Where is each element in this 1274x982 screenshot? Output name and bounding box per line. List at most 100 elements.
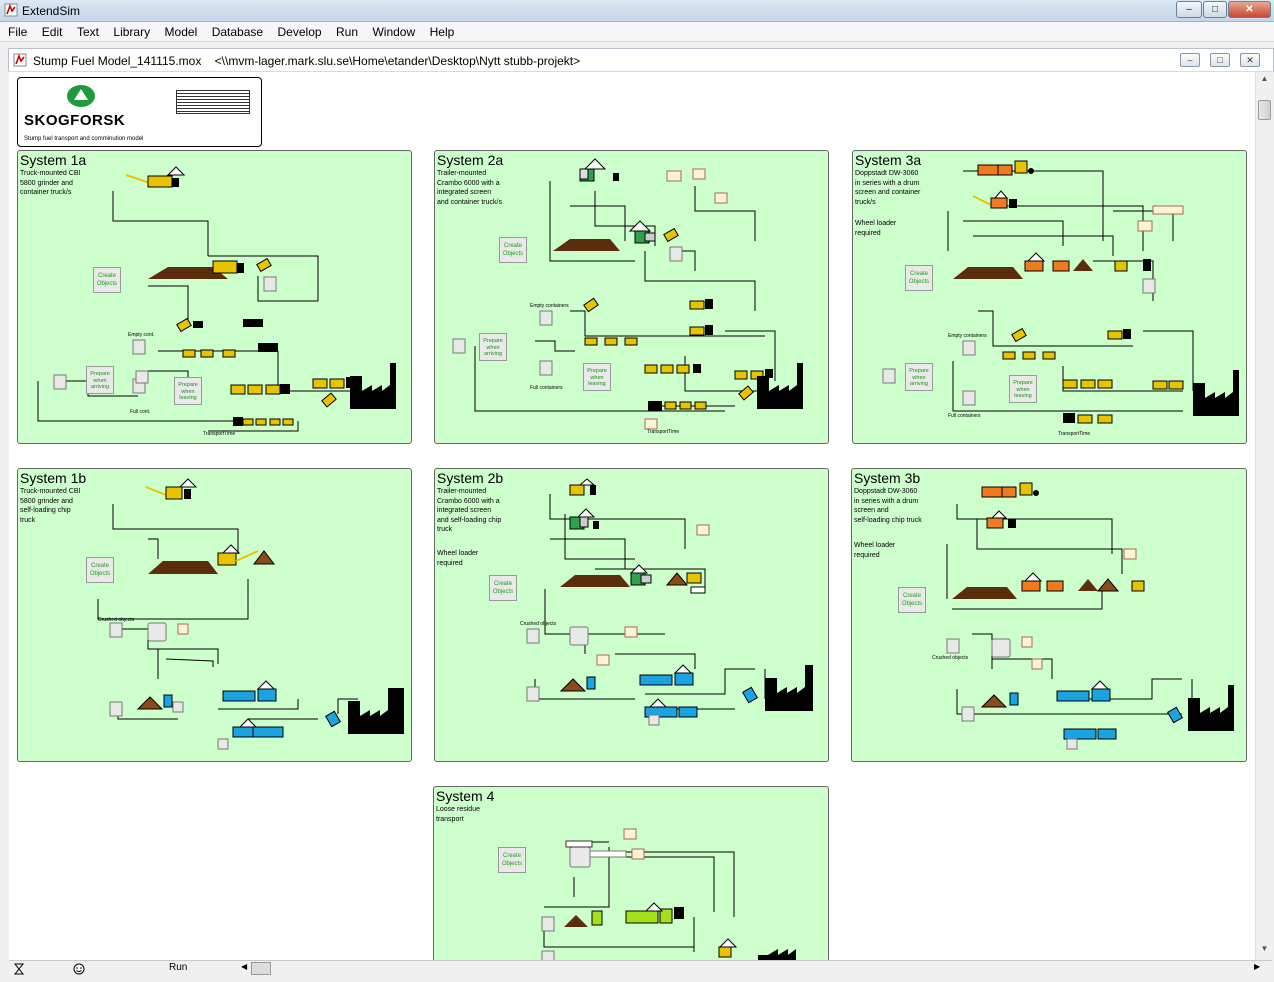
system-description: Trailer-mounted Crambo 6000 with a integ… bbox=[437, 488, 502, 533]
scroll-left-icon[interactable]: ◀ bbox=[241, 962, 248, 971]
system-1b-diagram bbox=[97, 478, 404, 750]
transport-time-label: TransportTime bbox=[1058, 431, 1091, 437]
run-status-label: Run bbox=[169, 962, 188, 973]
empty-containers-label: Empty containers bbox=[948, 333, 987, 339]
maximize-window-button[interactable]: □ bbox=[1203, 1, 1227, 18]
factory-icon bbox=[765, 665, 813, 711]
prepare-leaving-block[interactable]: Prepare when leaving bbox=[174, 377, 202, 405]
crushed-objects-label: Crushed objects bbox=[520, 621, 557, 627]
system-4-panel: System 4 Loose residue transport Create … bbox=[433, 786, 829, 960]
info-text-block bbox=[176, 90, 250, 114]
transport-time-label: TransportTime bbox=[647, 429, 680, 435]
create-objects-block[interactable]: Create Objects bbox=[898, 587, 926, 613]
prepare-leaving-block[interactable]: Prepare when leaving bbox=[1009, 375, 1037, 403]
system-3b-panel: System 3b Doppstadt DW-3060 in series wi… bbox=[851, 468, 1247, 762]
menu-edit[interactable]: Edit bbox=[41, 25, 63, 39]
scroll-right-icon[interactable]: ▶ bbox=[1254, 962, 1261, 971]
crushed-objects-label: Crushed objects bbox=[98, 617, 135, 623]
create-objects-block[interactable]: Create Objects bbox=[86, 557, 114, 583]
empty-cont-label: Empty cont. bbox=[128, 332, 155, 338]
system-2b-panel: System 2b Trailer-mounted Crambo 6000 wi… bbox=[434, 468, 829, 762]
menu-run[interactable]: Run bbox=[336, 25, 359, 39]
prepare-leaving-block[interactable]: Prepare when leaving bbox=[583, 363, 611, 391]
model-document-icon bbox=[13, 53, 27, 67]
prepare-arriving-block[interactable]: Prepare when arriving bbox=[86, 366, 114, 394]
system-title: System 1b bbox=[20, 470, 87, 486]
menu-model[interactable]: Model bbox=[164, 25, 198, 39]
menu-library[interactable]: Library bbox=[113, 25, 151, 39]
system-1a-panel: System 1a Truck-mounted CBI 5800 grinder… bbox=[17, 150, 412, 444]
status-bar: Run ◀ ▶ bbox=[9, 960, 1272, 976]
menu-develop[interactable]: Develop bbox=[277, 25, 322, 39]
scroll-thumb[interactable] bbox=[251, 962, 271, 975]
create-objects-block[interactable]: Create Objects bbox=[498, 847, 526, 873]
vertical-scrollbar[interactable]: ▲ ▼ bbox=[1255, 72, 1272, 960]
document-title: Stump Fuel Model_141115.mox <\\mvm-lager… bbox=[33, 54, 581, 68]
skogforsk-header-box: SKOGFORSK Stump fuel transport and commi… bbox=[17, 77, 262, 147]
full-cont-label: Full cont. bbox=[130, 409, 151, 415]
system-1a-diagram bbox=[37, 166, 396, 432]
system-title: System 2b bbox=[437, 470, 504, 486]
system-description: Trailer-mounted Crambo 6000 with a integ… bbox=[437, 170, 502, 206]
create-objects-block[interactable]: Create Objects bbox=[499, 237, 527, 263]
system-note: Wheel loader required bbox=[855, 220, 897, 237]
close-document-button[interactable]: ✕ bbox=[1240, 53, 1260, 67]
scroll-down-icon[interactable]: ▼ bbox=[1260, 944, 1269, 953]
system-3b-diagram bbox=[946, 482, 1234, 750]
empty-containers-label: Empty containers bbox=[530, 303, 569, 309]
system-title: System 3b bbox=[854, 470, 921, 486]
factory-icon bbox=[757, 363, 803, 409]
model-subtitle: Stump fuel transport and comminution mod… bbox=[24, 136, 144, 142]
full-containers-label: Full containers bbox=[948, 413, 981, 419]
system-2a-diagram bbox=[452, 158, 803, 430]
close-window-button[interactable]: ✕ bbox=[1228, 1, 1271, 18]
system-title: System 3a bbox=[855, 152, 922, 168]
system-title: System 1a bbox=[20, 152, 87, 168]
minimize-document-button[interactable]: – bbox=[1180, 53, 1200, 67]
menu-text[interactable]: Text bbox=[76, 25, 99, 39]
scroll-thumb[interactable] bbox=[1258, 100, 1271, 120]
system-3a-panel: System 3a Doppstadt DW-3060 in series wi… bbox=[852, 150, 1247, 444]
skogforsk-logo-icon bbox=[67, 85, 95, 107]
factory-icon bbox=[758, 949, 796, 960]
system-description: Truck-mounted CBI 5800 grinder and conta… bbox=[20, 170, 81, 196]
factory-icon bbox=[348, 688, 404, 734]
horizontal-scrollbar[interactable]: ◀ ▶ bbox=[239, 961, 1269, 976]
factory-icon bbox=[1188, 685, 1234, 731]
skogforsk-logo-text: SKOGFORSK bbox=[24, 112, 126, 129]
scroll-up-icon[interactable]: ▲ bbox=[1260, 74, 1269, 83]
system-3a-diagram bbox=[882, 160, 1239, 424]
system-description: Doppstadt DW-3060 in series with a drum … bbox=[855, 170, 921, 206]
model-canvas[interactable]: SKOGFORSK Stump fuel transport and commi… bbox=[9, 72, 1255, 960]
hourglass-icon[interactable] bbox=[13, 963, 25, 975]
prepare-arriving-block[interactable]: Prepare when arriving bbox=[905, 363, 933, 391]
system-2b-diagram bbox=[526, 478, 813, 726]
animation-face-icon[interactable] bbox=[73, 963, 85, 975]
create-objects-block[interactable]: Create Objects bbox=[93, 267, 121, 293]
transport-time-label: TransportTime bbox=[203, 431, 236, 437]
create-objects-block[interactable]: Create Objects bbox=[489, 575, 517, 601]
menu-window[interactable]: Window bbox=[372, 25, 416, 39]
system-title: System 2a bbox=[437, 152, 504, 168]
system-4-diagram bbox=[541, 828, 796, 960]
system-description: Doppstadt DW-3060 in series with a drum … bbox=[854, 488, 922, 524]
window-titlebar: ExtendSim – □ ✕ bbox=[0, 0, 1274, 22]
system-note: Wheel loader required bbox=[854, 542, 896, 559]
menu-bar: File Edit Text Library Model Database De… bbox=[0, 22, 1274, 42]
maximize-document-button[interactable]: □ bbox=[1210, 53, 1230, 67]
minimize-window-button[interactable]: – bbox=[1176, 1, 1202, 18]
window-title: ExtendSim bbox=[22, 4, 81, 18]
menu-file[interactable]: File bbox=[8, 25, 28, 39]
system-2a-panel: System 2a Trailer-mounted Crambo 6000 wi… bbox=[434, 150, 829, 444]
full-containers-label: Full containers bbox=[530, 385, 563, 391]
prepare-arriving-block[interactable]: Prepare when arriving bbox=[479, 333, 507, 361]
system-description: Truck-mounted CBI 5800 grinder and self-… bbox=[20, 488, 81, 524]
extendsim-app-icon bbox=[4, 3, 18, 17]
document-titlebar: Stump Fuel Model_141115.mox <\\mvm-lager… bbox=[8, 48, 1274, 72]
crushed-objects-label: Crushed objects bbox=[932, 655, 969, 661]
system-title: System 4 bbox=[436, 788, 495, 804]
menu-help[interactable]: Help bbox=[429, 25, 455, 39]
menu-database[interactable]: Database bbox=[211, 25, 264, 39]
create-objects-block[interactable]: Create Objects bbox=[905, 265, 933, 291]
factory-icon bbox=[1193, 370, 1239, 416]
